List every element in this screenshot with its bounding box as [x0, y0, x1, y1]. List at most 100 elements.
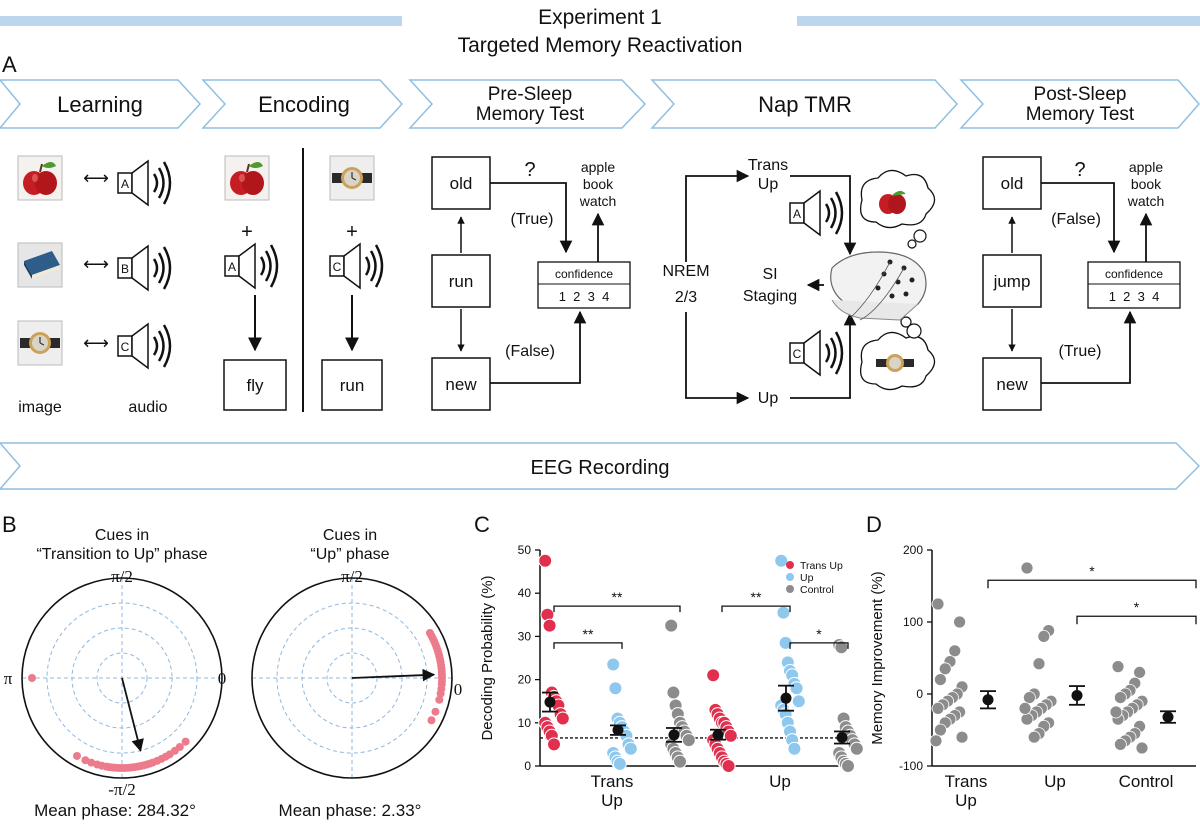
y-tick-label: 10	[518, 716, 532, 730]
polar-right-title-1: Cues in	[323, 527, 377, 544]
watch-icon	[329, 155, 375, 201]
nap-section: Trans Up NREM 2/3 SI Staging Up A C	[662, 157, 936, 407]
data-point	[1020, 561, 1034, 575]
data-point	[931, 702, 945, 715]
polar-outline	[251, 577, 453, 779]
encoding-sound-a: A	[228, 260, 236, 274]
data-point	[664, 618, 679, 633]
data-point	[948, 644, 962, 658]
significance-bracket	[789, 642, 849, 649]
significance-label: **	[612, 589, 623, 605]
significance-bracket	[987, 579, 1197, 589]
nap-nrem-2: 2/3	[675, 289, 697, 306]
pre-test-section: old run new ? (True) (False) apple book …	[431, 156, 631, 411]
data-point	[547, 737, 561, 752]
data-point	[791, 694, 806, 709]
book-icon	[17, 242, 63, 288]
pair-arrow-3: ⟷	[83, 333, 109, 353]
x-category-label: Up	[769, 772, 791, 791]
data-point	[776, 605, 791, 620]
legend-marker	[786, 585, 794, 593]
y-tick-label: 50	[518, 543, 532, 557]
y-axis-label: Decoding Probability (%)	[479, 575, 496, 740]
sleeper-eeg-icon	[830, 251, 927, 321]
y-tick-label: -100	[899, 759, 923, 773]
data-point	[934, 723, 947, 737]
step-chevrons	[0, 79, 1200, 129]
pre-answer-watch: watch	[579, 193, 617, 209]
data-point	[555, 711, 570, 726]
y-axis-label: Memory Improvement (%)	[869, 571, 886, 744]
polar-mean-vector	[351, 668, 436, 682]
polar-point	[425, 629, 434, 637]
encoding-word-fly: fly	[247, 376, 265, 395]
data-point	[623, 741, 638, 756]
data-point	[1114, 738, 1127, 751]
polar-point	[175, 742, 184, 751]
y-tick-label: 30	[518, 629, 532, 643]
plus-right: +	[346, 221, 358, 243]
panel-label-a: A	[2, 52, 17, 77]
data-point	[1023, 691, 1036, 704]
step-presleep-1: Pre-Sleep	[488, 84, 573, 105]
eeg-label: EEG Recording	[531, 457, 670, 479]
x-category-label: Up	[601, 791, 623, 810]
polar-right-mean-caption: Mean phase: 2.33°	[279, 801, 422, 820]
x-category-label: Trans	[945, 772, 988, 791]
data-point	[608, 681, 623, 696]
data-point	[955, 730, 969, 744]
data-point	[1027, 730, 1041, 744]
step-postsleep-2: Memory Test	[1026, 104, 1135, 125]
data-point	[1020, 712, 1034, 726]
polar-right-top: π/2	[341, 567, 363, 586]
polar-left: Cues in “Transition to Up” phase π/2 π 0…	[4, 527, 227, 820]
y-tick-label: 20	[518, 673, 532, 687]
legend-marker	[786, 561, 794, 569]
x-category-label: Up	[955, 791, 977, 810]
mean-point	[982, 694, 994, 706]
data-point	[706, 668, 721, 683]
polar-outline	[21, 577, 223, 779]
data-point	[673, 754, 687, 769]
nap-sound-a: A	[793, 207, 801, 221]
pre-true: (True)	[511, 211, 554, 228]
data-point	[612, 756, 627, 771]
polar-left-mean-caption: Mean phase: 284.32°	[34, 801, 196, 820]
data-point	[774, 553, 789, 568]
nap-sound-c: C	[793, 347, 802, 361]
y-tick-label: 200	[903, 543, 923, 557]
polar-left-title-2: “Transition to Up” phase	[36, 546, 207, 563]
data-point	[681, 733, 696, 748]
mean-point	[712, 729, 724, 741]
mean-point	[836, 731, 848, 743]
significance-bracket	[553, 605, 681, 613]
polar-point	[431, 707, 440, 716]
pair-arrow-2: ⟷	[83, 254, 109, 274]
polar-left-bottom: -π/2	[108, 780, 135, 799]
y-tick-label: 0	[524, 759, 531, 773]
data-point	[723, 728, 738, 743]
eeg-recording-bar	[0, 442, 1200, 490]
legend-label: Trans Up	[800, 560, 843, 572]
header-bar-left	[0, 16, 402, 26]
data-point	[721, 759, 736, 773]
encoding-sound-c: C	[333, 260, 342, 274]
sound-label-b: B	[121, 262, 129, 276]
polar-mean-vector	[121, 677, 144, 752]
data-point	[1032, 657, 1046, 671]
pre-box-old: old	[450, 174, 473, 193]
step-postsleep-1: Post-Sleep	[1034, 84, 1127, 105]
polar-left-right: 0	[218, 669, 227, 688]
polar-left-top: π/2	[111, 567, 133, 586]
caption-image: image	[18, 399, 62, 416]
polar-left-left: π	[4, 669, 13, 688]
data-point	[1111, 660, 1125, 674]
polar-point	[28, 674, 36, 682]
data-point	[787, 741, 802, 756]
mean-point	[1162, 711, 1174, 723]
data-point	[542, 618, 557, 633]
panel-label-c: C	[474, 512, 490, 537]
data-point	[929, 734, 943, 748]
nap-trans-2: Up	[758, 176, 779, 193]
